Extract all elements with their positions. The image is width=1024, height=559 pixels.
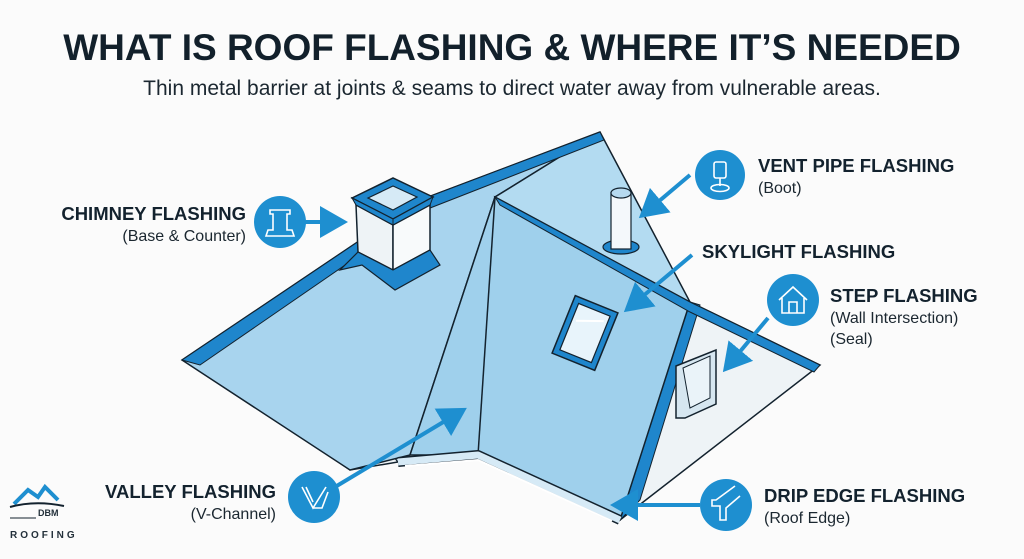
roof (180, 130, 821, 525)
callout-chimney: CHIMNEY FLASHING (Base & Counter) (20, 202, 246, 247)
callout-title: DRIP EDGE FLASHING (764, 485, 966, 506)
callout-title: SKYLIGHT FLASHING (702, 241, 896, 262)
callout-title: CHIMNEY FLASHING (61, 203, 246, 224)
callout-detail: (Roof Edge) (764, 510, 851, 527)
callout-detail: (V-Channel) (190, 506, 276, 523)
callout-detail: (Seal) (830, 331, 873, 348)
callout-detail: (Wall Intersection) (830, 310, 959, 327)
dbm-logo-mark (9, 483, 65, 519)
callout-title: STEP FLASHING (830, 285, 978, 306)
callout-skylight: SKYLIGHT FLASHING (702, 240, 895, 264)
callout-detail: (Base & Counter) (122, 228, 246, 245)
page-title: WHAT IS ROOF FLASHING & WHERE IT’S NEEDE… (63, 27, 961, 68)
callout-valley: VALLEY FLASHING (V-Channel) (60, 480, 276, 525)
valley-line (477, 196, 496, 456)
callout-detail: (Boot) (758, 180, 802, 197)
logo-brand: DBM (38, 508, 59, 518)
chimney (338, 177, 441, 291)
v-channel-icon (288, 471, 340, 523)
callout-drip-edge: DRIP EDGE FLASHING (Roof Edge) (764, 484, 965, 529)
vent-pipe-icon (695, 150, 745, 200)
callout-title: VALLEY FLASHING (105, 481, 276, 502)
chimney-icon (254, 196, 306, 248)
skylight-arrow (623, 253, 694, 313)
valley-arrow (328, 407, 467, 492)
chimney-flashing (338, 249, 441, 291)
drip-edge-icon (700, 479, 752, 531)
house-icon (767, 274, 819, 326)
skylight (551, 294, 619, 372)
page-subtitle: Thin metal barrier at joints & seams to … (143, 77, 881, 100)
step-arrow (722, 316, 770, 373)
logo-word: ROOFING (10, 530, 78, 541)
callout-vent-pipe: VENT PIPE FLASHING (Boot) (758, 154, 954, 199)
vent-pipe-arrow (638, 173, 692, 219)
callout-step: STEP FLASHING (Wall Intersection) (Seal) (830, 284, 978, 350)
drip-edge (397, 451, 622, 524)
vent-pipe (602, 187, 640, 255)
callout-title: VENT PIPE FLASHING (758, 155, 955, 176)
